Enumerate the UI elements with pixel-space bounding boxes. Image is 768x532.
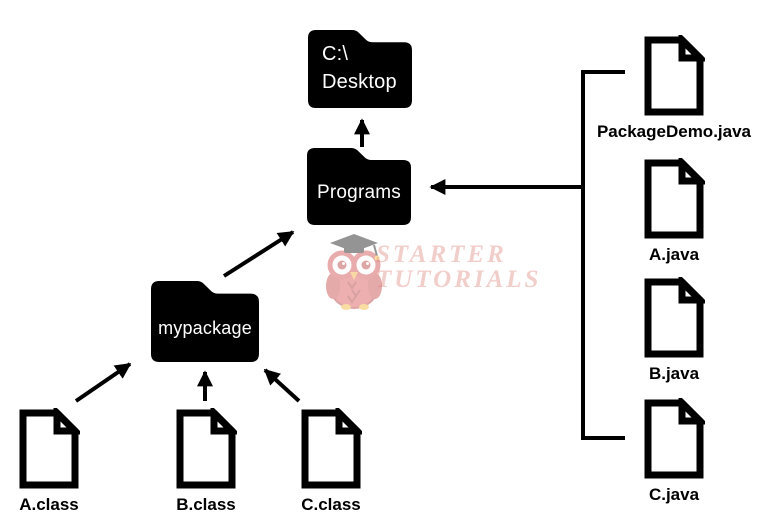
document-icon — [301, 408, 362, 489]
watermark-line1: STARTER — [376, 241, 507, 268]
folder-programs-label: Programs — [317, 182, 401, 203]
file-label: B.class — [176, 495, 236, 514]
watermark-text: STARTER TUTORIALS — [376, 242, 541, 292]
watermark-line2: TUTORIALS — [376, 266, 542, 293]
folder-desktop: C:\ Desktop — [308, 30, 412, 108]
arrow-aclass-to-mypackage — [74, 362, 132, 403]
arrow-mypackage-to-programs — [222, 230, 295, 278]
folder-mypackage-label: mypackage — [158, 317, 252, 338]
arrow-cclass-to-mypackage — [263, 368, 301, 403]
document-icon — [644, 277, 705, 358]
file-b-java: B.java — [594, 277, 754, 384]
document-icon — [176, 408, 237, 489]
document-icon — [644, 158, 705, 239]
file-c-class: C.class — [281, 408, 381, 515]
folder-desktop-label: C:\ Desktop — [308, 40, 412, 108]
file-b-class: B.class — [156, 408, 256, 515]
owl-logo-icon — [326, 234, 382, 310]
folder-icon — [308, 30, 412, 108]
watermark: STARTER TUTORIALS — [320, 230, 600, 310]
document-icon — [644, 35, 705, 116]
file-label: A.class — [19, 495, 79, 514]
folder-programs: Programs — [307, 148, 411, 225]
folder-icon — [151, 281, 259, 362]
file-label: A.java — [648, 245, 700, 264]
document-icon — [644, 398, 705, 479]
file-packagedemo-java: PackageDemo.java — [594, 35, 754, 142]
file-label: C.class — [301, 495, 361, 514]
file-a-java: A.java — [594, 158, 754, 265]
file-c-java: C.java — [594, 398, 754, 505]
folder-mypackage: mypackage — [151, 281, 259, 362]
folder-desktop-line2: Desktop — [322, 71, 397, 93]
document-icon — [19, 408, 80, 489]
file-label: B.java — [648, 364, 700, 383]
file-a-class: A.class — [0, 408, 99, 515]
folder-desktop-line1: C:\ — [322, 43, 349, 65]
file-label: PackageDemo.java — [596, 122, 752, 141]
file-label: C.java — [648, 485, 700, 504]
folder-icon — [307, 148, 411, 225]
